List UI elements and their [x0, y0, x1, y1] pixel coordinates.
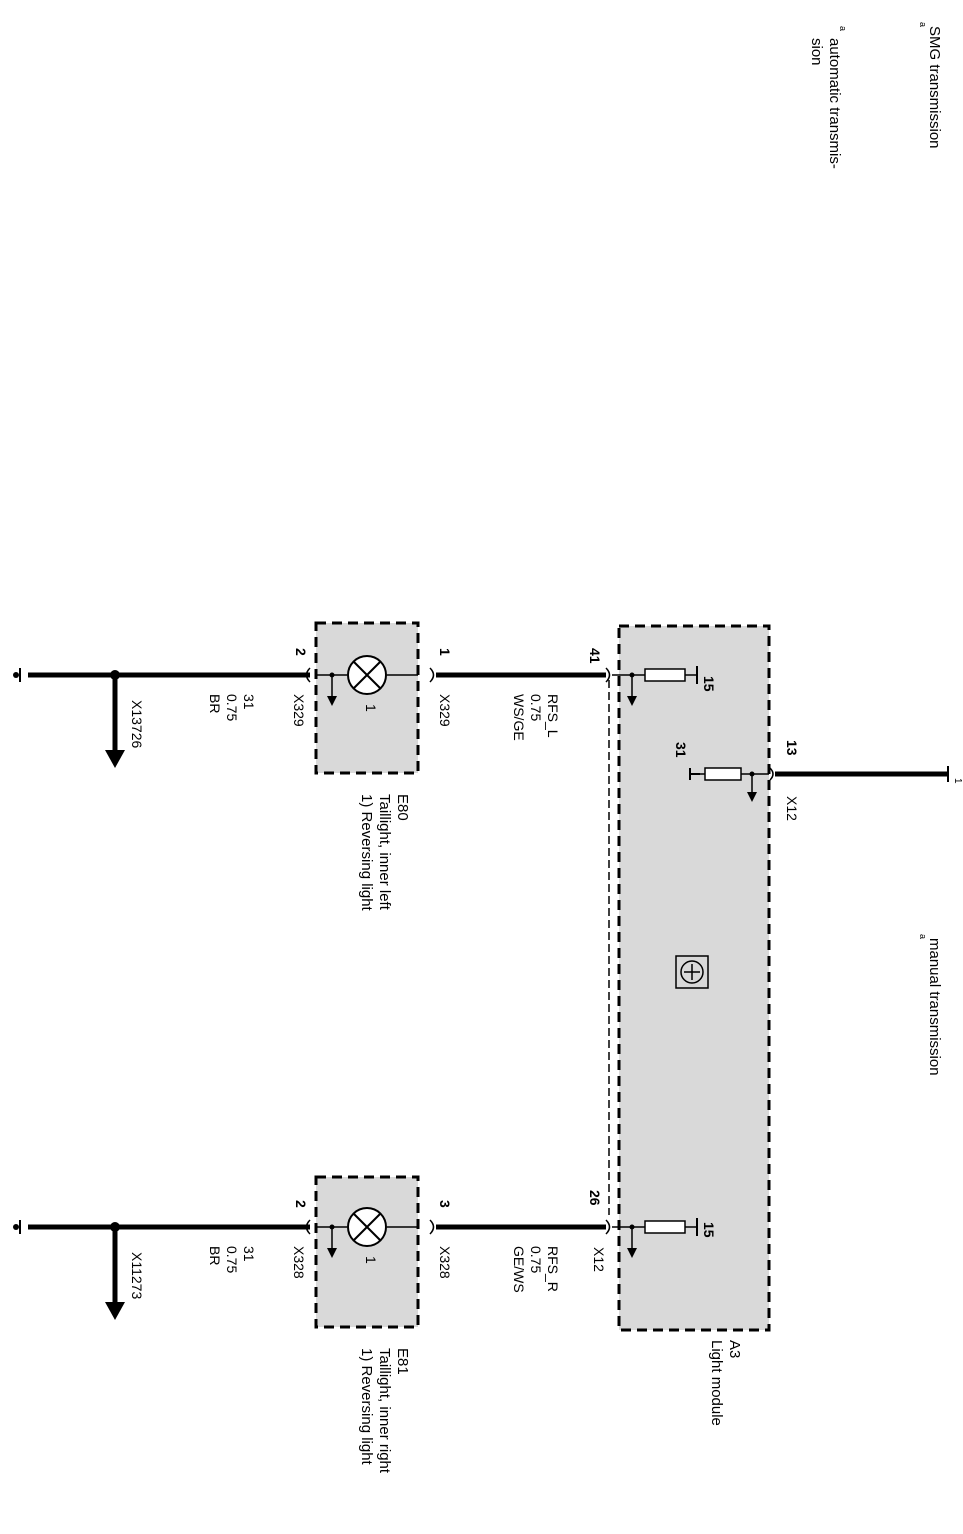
- bulb-icon-e80: [316, 655, 418, 706]
- connector-x329-in-symbol: [429, 667, 435, 683]
- terminal-15-bottom: 15: [701, 1222, 717, 1238]
- module-pin-13: 13: [784, 740, 800, 756]
- lamp-right-conn-in: X328: [437, 1246, 453, 1279]
- ground-splice-left: [105, 670, 125, 768]
- note-mark-auto: a: [838, 26, 848, 31]
- module-connector-x12-bottom: X12: [591, 1247, 607, 1272]
- lamp-e81-id: E81: [394, 1348, 411, 1375]
- lamp-left-conn-out: X329: [291, 694, 307, 727]
- note-smg: SMG transmission: [926, 26, 943, 149]
- wire-rfs-r-size: 0.75: [528, 1246, 544, 1273]
- lamp-e81-name: Taillight, inner right: [376, 1348, 393, 1474]
- bulb-e80-number: 1: [363, 704, 379, 712]
- connector-x329-out-symbol: [305, 667, 311, 683]
- ground-right-size: 0.75: [224, 1246, 240, 1273]
- module-name: Light module: [708, 1340, 725, 1426]
- resistor-31: [689, 767, 769, 802]
- wire-rfs-r-signal: RFS_R: [545, 1246, 561, 1292]
- connector-x328-in-symbol: [429, 1219, 435, 1235]
- lamp-left-pin-in: 1: [437, 648, 453, 656]
- lamp-e80-name: Taillight, inner left: [376, 794, 393, 911]
- lamp-e81-sub: 1) Reversing light: [358, 1348, 375, 1466]
- module-id: A3: [726, 1340, 743, 1358]
- ground-end-right: [13, 1220, 21, 1234]
- wire-end-label: 1: [952, 778, 963, 784]
- module-connector-x12-right: X12: [784, 796, 800, 821]
- bulb-e81-number: 1: [363, 1256, 379, 1264]
- lamp-left-conn-in: X329: [437, 694, 453, 727]
- lamp-e80-sub: 1) Reversing light: [358, 794, 375, 912]
- note-auto-line1: automatic transmis-: [826, 38, 843, 169]
- note-auto-line2: sion: [808, 38, 825, 66]
- ground-end-left: [13, 668, 21, 682]
- note-mark-manual: a: [918, 934, 928, 939]
- ground-left-point: X13726: [129, 700, 145, 748]
- ground-left-size: 0.75: [224, 694, 240, 721]
- terminal-31: 31: [673, 742, 689, 758]
- note-manual: manual transmission: [926, 938, 943, 1076]
- terminal-15-top: 15: [701, 676, 717, 692]
- lamp-e80-id: E80: [394, 794, 411, 821]
- connector-pin13-symbol: [769, 767, 774, 781]
- ground-splice-right: [105, 1222, 125, 1320]
- note-mark-smg: a: [918, 22, 928, 27]
- resistor-15-top: [612, 666, 698, 706]
- wire-rfs-l-signal: RFS_L: [545, 694, 561, 738]
- lamp-right-conn-out: X328: [291, 1246, 307, 1279]
- ground-left-color: BR: [207, 694, 223, 713]
- lamp-right-pin-in: 3: [437, 1200, 453, 1208]
- wire-rfs-l-color: WS/GE: [511, 694, 527, 741]
- connector-x328-out-symbol: [305, 1219, 311, 1235]
- bulb-icon-e81: [316, 1207, 418, 1258]
- module-pin-26: 26: [587, 1190, 603, 1206]
- ground-right-terminal: 31: [241, 1246, 257, 1262]
- ground-right-point: X11273: [129, 1252, 145, 1299]
- lamp-left-pin-out: 2: [293, 648, 309, 656]
- transistor-icon: [675, 955, 709, 989]
- connector-pin26-symbol: [605, 1219, 611, 1235]
- lamp-right-pin-out: 2: [293, 1200, 309, 1208]
- ground-right-color: BR: [207, 1246, 223, 1265]
- wire-rfs-r-color: GE/WS: [511, 1246, 527, 1293]
- module-pin-41: 41: [587, 648, 603, 664]
- resistor-15-bottom: [612, 1218, 698, 1258]
- wire-rfs-l-size: 0.75: [528, 694, 544, 721]
- connector-pin41-symbol: [605, 667, 611, 683]
- ground-left-terminal: 31: [241, 694, 257, 710]
